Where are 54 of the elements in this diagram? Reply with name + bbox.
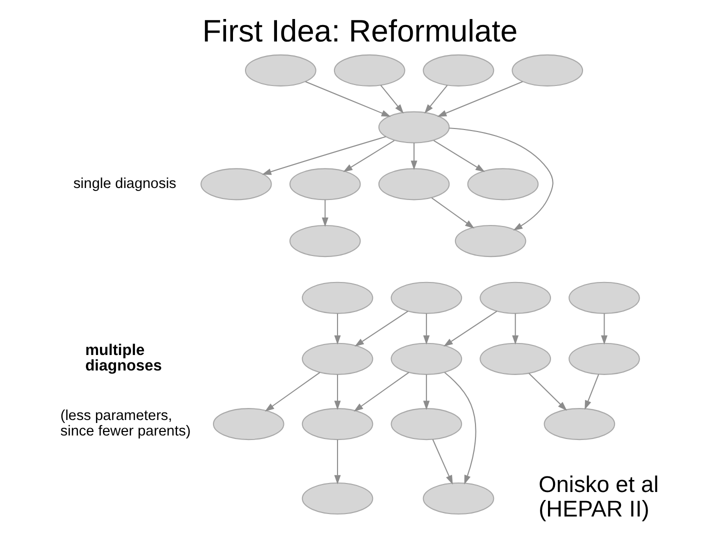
arrow <box>354 310 408 347</box>
arrow <box>380 84 404 114</box>
arrow <box>264 372 320 412</box>
arrow <box>262 136 386 175</box>
arrow <box>334 314 341 345</box>
node-ellipse <box>390 342 462 375</box>
arrow <box>354 372 410 412</box>
node-ellipse <box>302 408 374 440</box>
node-ellipse <box>302 342 374 375</box>
node-ellipse <box>302 482 374 515</box>
label: (less parameters, since fewer parents) <box>60 408 191 440</box>
node-ellipse <box>512 54 584 86</box>
node-ellipse <box>568 342 640 375</box>
arrow <box>512 314 519 345</box>
node-ellipse <box>334 54 406 86</box>
node-ellipse <box>378 168 450 200</box>
arrow <box>343 140 395 172</box>
node-ellipse <box>390 282 462 314</box>
arrow <box>584 374 600 410</box>
node-ellipse <box>289 225 361 258</box>
label: multiple diagnoses <box>85 342 162 374</box>
arrow <box>431 198 474 228</box>
arrow <box>444 310 498 347</box>
label: single diagnosis <box>73 176 176 192</box>
arrow <box>432 439 453 485</box>
arrow <box>437 81 523 117</box>
arrow <box>424 84 448 114</box>
node-ellipse <box>390 408 462 440</box>
node-ellipse <box>212 408 284 440</box>
node-ellipse <box>568 282 640 314</box>
node-ellipse <box>422 482 494 515</box>
arrow <box>334 374 341 410</box>
node-ellipse <box>544 408 616 440</box>
node-ellipse <box>302 282 374 314</box>
arrow <box>444 372 476 484</box>
arrow <box>305 81 391 117</box>
node-ellipse <box>244 54 316 86</box>
arrow <box>423 314 430 345</box>
node-ellipse <box>422 54 494 86</box>
arrow <box>528 372 567 411</box>
node-ellipse <box>289 168 361 200</box>
diagram-title: First Idea: Reformulate <box>202 13 518 48</box>
node-ellipse <box>467 168 539 200</box>
arrow <box>434 140 485 172</box>
arrow <box>601 314 608 345</box>
arrow <box>423 374 430 410</box>
label: Onisko et al (HEPAR II) <box>538 470 659 522</box>
arrow <box>322 200 328 227</box>
node-ellipse <box>480 282 552 314</box>
node-ellipse <box>480 342 552 375</box>
arrow <box>449 128 554 230</box>
arrow <box>410 143 418 170</box>
node-ellipse <box>454 225 526 258</box>
arrow <box>334 440 341 484</box>
